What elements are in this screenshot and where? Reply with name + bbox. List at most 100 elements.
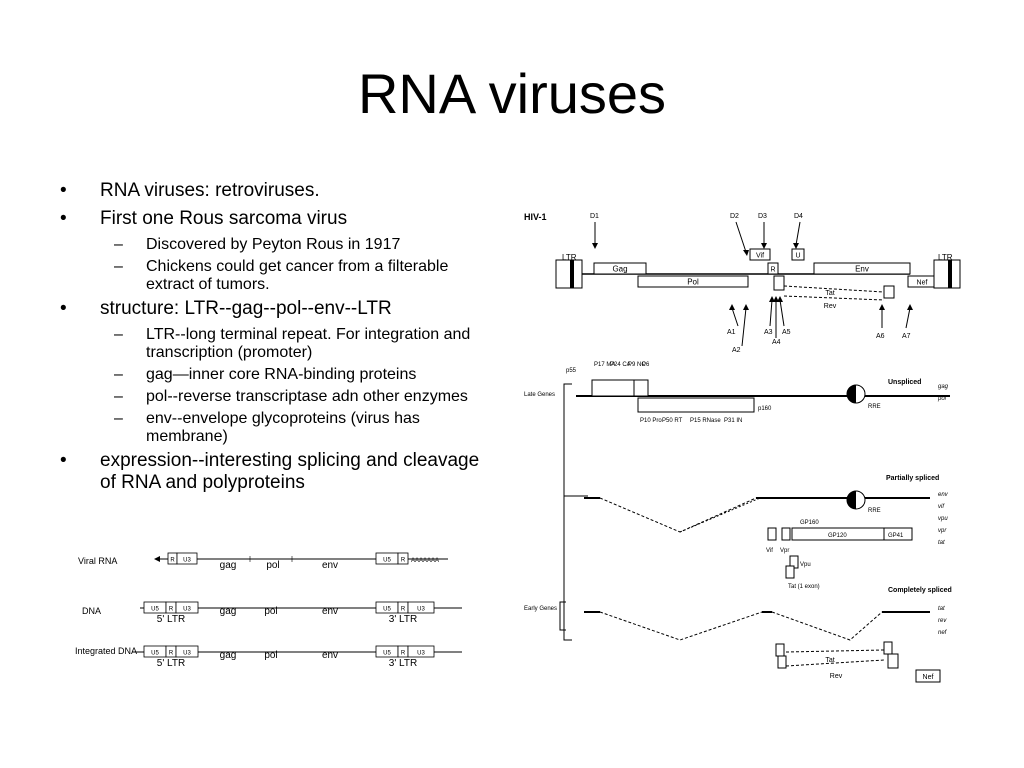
svg-text:nef: nef xyxy=(938,630,948,636)
svg-text:Vpu: Vpu xyxy=(800,562,811,568)
svg-text:U3: U3 xyxy=(183,558,191,564)
svg-text:U5: U5 xyxy=(383,651,391,657)
hiv-title: HIV-1 xyxy=(524,212,547,222)
svg-text:GP120: GP120 xyxy=(828,533,847,539)
svg-text:Pol: Pol xyxy=(687,278,699,287)
bullet-4: expression--interesting splicing and cle… xyxy=(60,450,500,494)
svg-text:p160: p160 xyxy=(758,406,772,412)
svg-text:GP160: GP160 xyxy=(800,520,819,526)
svg-text:Vif: Vif xyxy=(766,548,773,554)
svg-text:R: R xyxy=(770,267,775,274)
svg-text:Rev: Rev xyxy=(830,673,843,680)
svg-text:pol: pol xyxy=(266,560,279,571)
svg-text:U5: U5 xyxy=(151,651,159,657)
svg-text:5' LTR: 5' LTR xyxy=(157,614,185,625)
svg-text:LTR: LTR xyxy=(938,253,953,262)
svg-text:P6: P6 xyxy=(642,362,650,368)
svg-text:RRE: RRE xyxy=(868,508,881,514)
svg-text:Env: Env xyxy=(855,265,869,274)
svg-text:3' LTR: 3' LTR xyxy=(389,658,417,669)
svg-text:R: R xyxy=(401,558,406,564)
hiv-genome: LTR Gag Pol Vif R U Env Nef LTR Tat Rev xyxy=(555,248,961,310)
svg-text:Vif: Vif xyxy=(756,253,764,260)
svg-text:gag: gag xyxy=(220,650,237,661)
svg-text:U3: U3 xyxy=(417,607,425,613)
viral-rna-row: Viral RNA R U3 gag pol env U5 R AAAAAAA xyxy=(78,552,448,571)
partially-spliced-transcript: RRE Partially spliced env vif vpu vpr ta… xyxy=(584,475,949,590)
sub-bullet: gag—inner core RNA-binding proteins xyxy=(60,366,500,384)
completely-spliced-transcript: Early Genes Completely spliced tat rev n… xyxy=(524,587,952,683)
svg-text:gag: gag xyxy=(938,384,949,390)
svg-text:R: R xyxy=(401,651,406,657)
svg-text:pol: pol xyxy=(264,650,277,661)
svg-text:Partially spliced: Partially spliced xyxy=(886,475,939,482)
svg-text:vif: vif xyxy=(938,504,945,510)
svg-text:env: env xyxy=(938,492,949,498)
svg-text:tat: tat xyxy=(938,540,945,546)
sub-bullet: Chickens could get cancer from a filtera… xyxy=(60,258,500,294)
svg-text:U5: U5 xyxy=(383,607,391,613)
svg-text:P31 IN: P31 IN xyxy=(724,418,742,424)
integrated-dna-row: Integrated DNA U5 R U3 5' LTR gag pol en… xyxy=(75,645,462,669)
late-genes-label: Late Genes xyxy=(524,392,555,398)
svg-text:pol: pol xyxy=(264,606,277,617)
bullet-list: RNA viruses: retroviruses. First one Rou… xyxy=(60,180,500,500)
svg-text:Unspliced: Unspliced xyxy=(888,379,921,386)
svg-text:env: env xyxy=(322,650,338,661)
svg-text:LTR: LTR xyxy=(562,253,577,262)
row-label: Integrated DNA xyxy=(75,646,137,656)
svg-text:Gag: Gag xyxy=(612,265,627,274)
svg-text:p55: p55 xyxy=(566,368,577,374)
bullet-2: First one Rous sarcoma virus xyxy=(60,208,500,230)
svg-text:env: env xyxy=(322,560,338,571)
svg-text:A7: A7 xyxy=(902,333,911,340)
svg-text:A5: A5 xyxy=(782,329,791,336)
svg-text:P9 NC: P9 NC xyxy=(628,362,646,368)
svg-text:A3: A3 xyxy=(764,329,773,336)
svg-text:P24 CA: P24 CA xyxy=(610,362,631,368)
svg-text:D1: D1 xyxy=(590,213,599,220)
svg-text:R: R xyxy=(169,651,174,657)
svg-text:Nef: Nef xyxy=(917,280,928,287)
sub-bullet: env--envelope glycoproteins (virus has m… xyxy=(60,410,500,446)
svg-text:R: R xyxy=(169,607,174,613)
svg-text:R: R xyxy=(170,558,175,564)
svg-text:D3: D3 xyxy=(758,213,767,220)
svg-text:A6: A6 xyxy=(876,333,885,340)
svg-text:GP41: GP41 xyxy=(888,533,904,539)
svg-text:U: U xyxy=(795,253,800,260)
svg-text:Tat: Tat xyxy=(825,657,834,664)
bullet-2-subs: Discovered by Peyton Rous in 1917 Chicke… xyxy=(60,236,500,294)
svg-text:A1: A1 xyxy=(727,329,736,336)
svg-text:RRE: RRE xyxy=(868,404,881,410)
svg-text:Vpr: Vpr xyxy=(780,548,789,554)
slide-title: RNA viruses xyxy=(357,62,667,125)
svg-text:P50 RT: P50 RT xyxy=(662,418,683,424)
svg-text:U3: U3 xyxy=(417,651,425,657)
svg-text:P15 RNase: P15 RNase xyxy=(690,418,721,424)
svg-text:Tat: Tat xyxy=(825,290,834,297)
svg-text:env: env xyxy=(322,606,338,617)
svg-text:AAAAAAA: AAAAAAA xyxy=(411,558,439,564)
svg-text:U3: U3 xyxy=(183,651,191,657)
svg-text:P10 Pro: P10 Pro xyxy=(640,418,662,424)
svg-text:Tat (1 exon): Tat (1 exon) xyxy=(788,584,820,590)
svg-text:gag: gag xyxy=(220,560,237,571)
unspliced-transcript: Late Genes p55 P17 MA P24 CA P9 NC P6 P1… xyxy=(524,362,950,424)
hiv-genome-diagram: HIV-1 D1 D2 D3 D4 LTR Gag Pol Vif R U En… xyxy=(524,212,961,683)
bullet-3-subs: LTR--long terminal repeat. For integrati… xyxy=(60,326,500,446)
sub-bullet: Discovered by Peyton Rous in 1917 xyxy=(60,236,500,254)
svg-text:Rev: Rev xyxy=(824,303,837,310)
row-label: Viral RNA xyxy=(78,556,117,566)
svg-text:3' LTR: 3' LTR xyxy=(389,614,417,625)
donor-sites: D1 D2 D3 D4 xyxy=(590,213,803,256)
svg-text:A4: A4 xyxy=(772,339,781,346)
svg-text:vpr: vpr xyxy=(938,528,947,534)
svg-text:U5: U5 xyxy=(383,558,391,564)
row-label: DNA xyxy=(82,606,101,616)
svg-text:5' LTR: 5' LTR xyxy=(157,658,185,669)
svg-text:Nef: Nef xyxy=(923,674,934,681)
svg-text:Completely spliced: Completely spliced xyxy=(888,587,952,594)
bullet-3: structure: LTR--gag--pol--env--LTR xyxy=(60,298,500,320)
svg-text:U3: U3 xyxy=(183,607,191,613)
